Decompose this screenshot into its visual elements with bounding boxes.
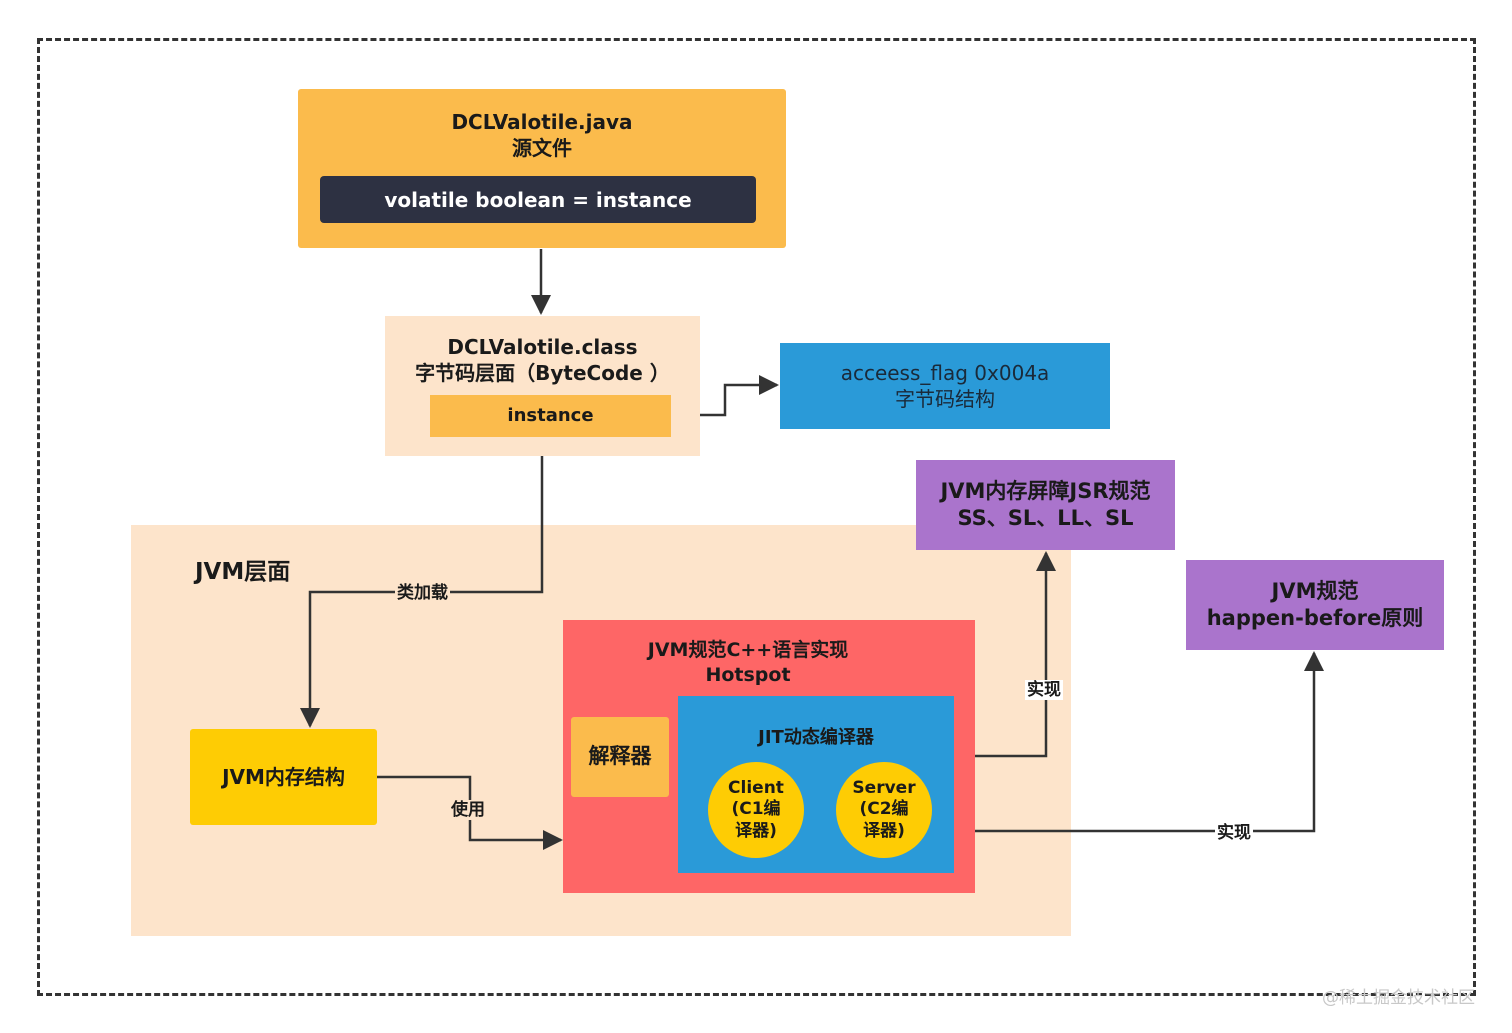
edge-label-implements-jsr: 实现 [1025, 680, 1063, 701]
jvm-memory-structure-box: JVM内存结构 [190, 729, 377, 825]
server-compiler-circle: Server (C2编 译器) [836, 762, 932, 858]
hotspot-line2: Hotspot [705, 663, 791, 686]
access-flag-box: acceess_flag 0x004a 字节码结构 [780, 343, 1110, 429]
access-flag-subtitle: 字节码结构 [895, 387, 995, 411]
client-compiler-circle: Client (C1编 译器) [708, 762, 804, 858]
edge-label-class-loading: 类加载 [395, 583, 450, 604]
source-file-box: DCLValotile.java 源文件 [298, 89, 786, 248]
source-code-bar: volatile boolean = instance [320, 176, 756, 223]
jvm-level-label: JVM层面 [195, 559, 291, 585]
watermark-text: @稀土掘金技术社区 [1322, 988, 1475, 1008]
hb-title: JVM规范 [1271, 578, 1359, 603]
edge-label-implements-hb: 实现 [1215, 823, 1253, 844]
access-flag-value: acceess_flag 0x004a [840, 361, 1050, 385]
hb-principle: happen-before原则 [1206, 606, 1424, 630]
jsr-barrier-box: JVM内存屏障JSR规范 SS、SL、LL、SL [916, 460, 1175, 550]
hotspot-line1: JVM规范C++语言实现 [647, 639, 849, 661]
edge-label-use: 使用 [449, 800, 487, 821]
bytecode-subtitle: 字节码层面（ByteCode ） [415, 361, 670, 385]
source-filename: DCLValotile.java [451, 110, 633, 134]
edge-implements-jsr [975, 551, 1056, 758]
hotspot-title: JVM规范C++语言实现 Hotspot [563, 638, 933, 687]
happen-before-box: JVM规范 happen-before原则 [1186, 560, 1444, 650]
jit-title: JIT动态编译器 [758, 727, 874, 748]
jsr-barriers: SS、SL、LL、SL [957, 506, 1134, 530]
bytecode-filename: DCLValotile.class [447, 335, 638, 359]
source-subtitle: 源文件 [512, 136, 572, 160]
diagram-frame [37, 38, 1476, 996]
bytecode-field-bar: instance [430, 395, 671, 437]
edge-implements-hb [975, 651, 1324, 833]
interpreter-box: 解释器 [571, 717, 669, 797]
jsr-title: JVM内存屏障JSR规范 [940, 478, 1151, 503]
